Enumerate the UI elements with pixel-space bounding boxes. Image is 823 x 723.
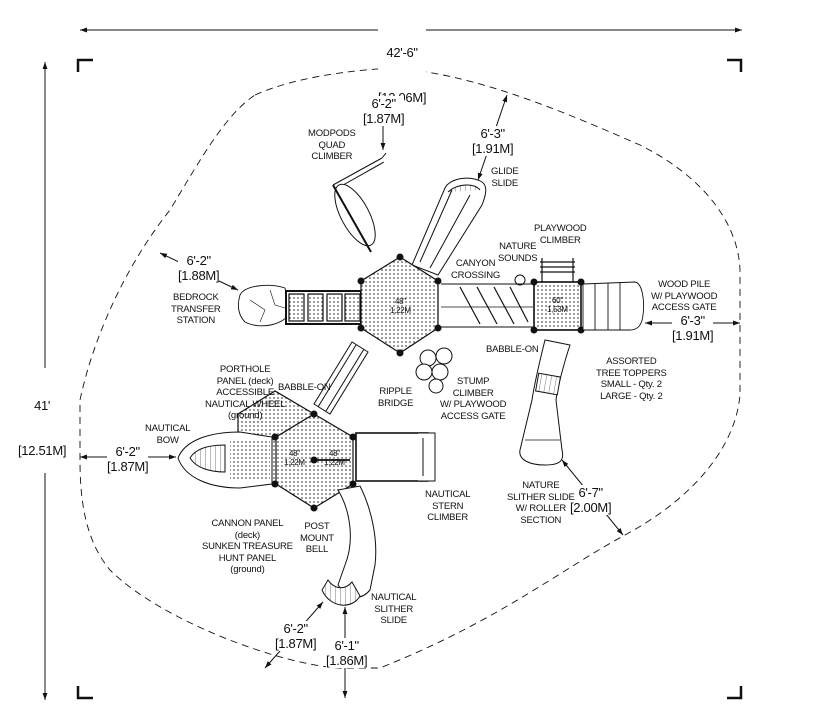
corner-marks (76, 58, 743, 700)
clearance-metric: [1.87M] (107, 459, 149, 474)
label-porthole-panel: PORTHOLE PANEL (deck) ACCESSIBLE NAUTICA… (205, 364, 286, 421)
deck-imperial: 48" (288, 449, 300, 458)
clearance-label-nautical-bow: 6'-2"[1.87M] (107, 444, 149, 474)
nature-slither-slide (519, 339, 571, 466)
nautical-stern-climber (355, 432, 436, 482)
clearance-imperial: 6'-7" (578, 485, 603, 500)
overall-depth-label: 41' [12.51M] (18, 368, 66, 473)
corner-mark-bottom-right (727, 686, 743, 700)
label-nautical-bow: NAUTICAL BOW (145, 423, 191, 446)
clearance-label-modpods: 6'-2"[1.87M] (363, 96, 405, 126)
clearance-imperial: 6'-3" (480, 126, 505, 141)
lower-deck-posts (271, 410, 357, 512)
canyon-crossing (441, 283, 533, 328)
label-playwood-climber: PLAYWOOD CLIMBER (534, 223, 587, 246)
clearance-imperial: 6'-2" (283, 621, 308, 636)
clearance-label-wood-pile: 6'-3"[1.91M] (672, 313, 714, 343)
label-assorted-tree-toppers: ASSORTED TREE TOPPERS SMALL - Qty. 2 LAR… (596, 356, 667, 402)
label-babble-on-lower: BABBLE-ON (278, 382, 331, 393)
clearance-imperial: 6'-2" (371, 96, 396, 111)
upper-hex-deck (357, 253, 442, 357)
deck-metric: 1,53M (547, 304, 568, 314)
label-nautical-stern-climber: NAUTICAL STERN CLIMBER (425, 489, 471, 523)
square-deck (530, 278, 585, 334)
label-wood-pile: WOOD PILE W/ PLAYWOOD ACCESS GATE (651, 279, 718, 313)
label-ripple-bridge: RIPPLE BRIDGE (378, 386, 414, 409)
clearance-metric: [1.87M] (363, 111, 405, 126)
wood-pile (582, 281, 645, 331)
clearance-label-glide-slide: 6'-3"[1.91M] (472, 126, 514, 156)
nautical-slither-slide (321, 485, 377, 606)
label-nautical-slither-slide: NAUTICAL SLITHER SLIDE (371, 592, 417, 626)
clearance-imperial: 6'-1" (334, 638, 359, 653)
glide-slide (411, 177, 487, 276)
deck-label-lower-left-hex: 48"1,22M (284, 449, 305, 467)
corner-mark-top-right (727, 58, 743, 72)
stump-climber (415, 347, 453, 394)
clearance-imperial: 6'-2" (186, 253, 211, 268)
bedrock-transfer-station (237, 284, 362, 327)
clearance-label-nautical-slither-left: 6'-2"[1.87M] (275, 621, 317, 651)
clearance-imperial: 6'-2" (115, 444, 140, 459)
deck-metric: 1,22M (324, 457, 345, 467)
modpods-quad-climber (332, 152, 387, 253)
label-post-mount-bell: POST MOUNT BELL (300, 521, 334, 555)
deck-metric: 1,22M (284, 457, 305, 467)
label-modpods-quad-climber: MODPODS QUAD CLIMBER (308, 128, 356, 162)
overall-depth-metric: [12.51M] (18, 443, 67, 458)
deck-label-lower-right-hex: 48"1,22M (324, 449, 345, 467)
deck-imperial: 48" (328, 449, 340, 458)
label-nature-sounds: NATURE SOUNDS (498, 241, 538, 264)
deck-imperial: 48" (394, 297, 406, 306)
deck-label-square-deck: 60"1,53M (547, 296, 568, 314)
clearance-imperial: 6'-3" (680, 313, 705, 328)
label-cannon-panel: CANNON PANEL (deck) SUNKEN TREASURE HUNT… (202, 518, 293, 575)
ripple-bridge (313, 341, 369, 415)
deck-label-upper-hex: 48"1,22M (390, 297, 411, 315)
label-stump-climber: STUMP CLIMBER W/ PLAYWOOD ACCESS GATE (440, 376, 507, 422)
label-nature-slither-slide: NATURE SLITHER SLIDE W/ ROLLER SECTION (507, 480, 575, 526)
clearance-metric: [1.91M] (472, 141, 514, 156)
clearance-label-bedrock: 6'-2"[1.88M] (178, 253, 220, 283)
label-glide-slide: GLIDE SLIDE (491, 166, 519, 189)
clearance-label-nautical-slither-bottom: 6'-1"[1.86M] (326, 638, 368, 668)
playwood-climber (540, 258, 575, 282)
corner-mark-top-left (76, 58, 93, 72)
clearance-metric: [1.86M] (326, 653, 368, 668)
clearance-metric: [2.00M] (570, 500, 612, 515)
label-bedrock-transfer-station: BEDROCK TRANSFER STATION (171, 292, 221, 326)
clearance-metric: [1.88M] (178, 268, 220, 283)
clearance-metric: [1.91M] (672, 328, 714, 343)
clearance-metric: [1.87M] (275, 636, 317, 651)
label-canyon-crossing: CANYON CROSSING (451, 258, 501, 281)
overall-depth-imperial: 41' (34, 398, 51, 413)
deck-imperial: 60" (551, 296, 563, 305)
clearance-label-nature-slither: 6'-7"[2.00M] (570, 485, 612, 515)
nature-sounds-panel (514, 274, 526, 286)
corner-mark-bottom-left (76, 686, 93, 700)
overall-width-imperial: 42'-6" (386, 45, 418, 60)
nautical-bow (177, 431, 273, 489)
deck-metric: 1,22M (390, 305, 411, 315)
label-babble-on-upper: BABBLE-ON (486, 344, 539, 355)
